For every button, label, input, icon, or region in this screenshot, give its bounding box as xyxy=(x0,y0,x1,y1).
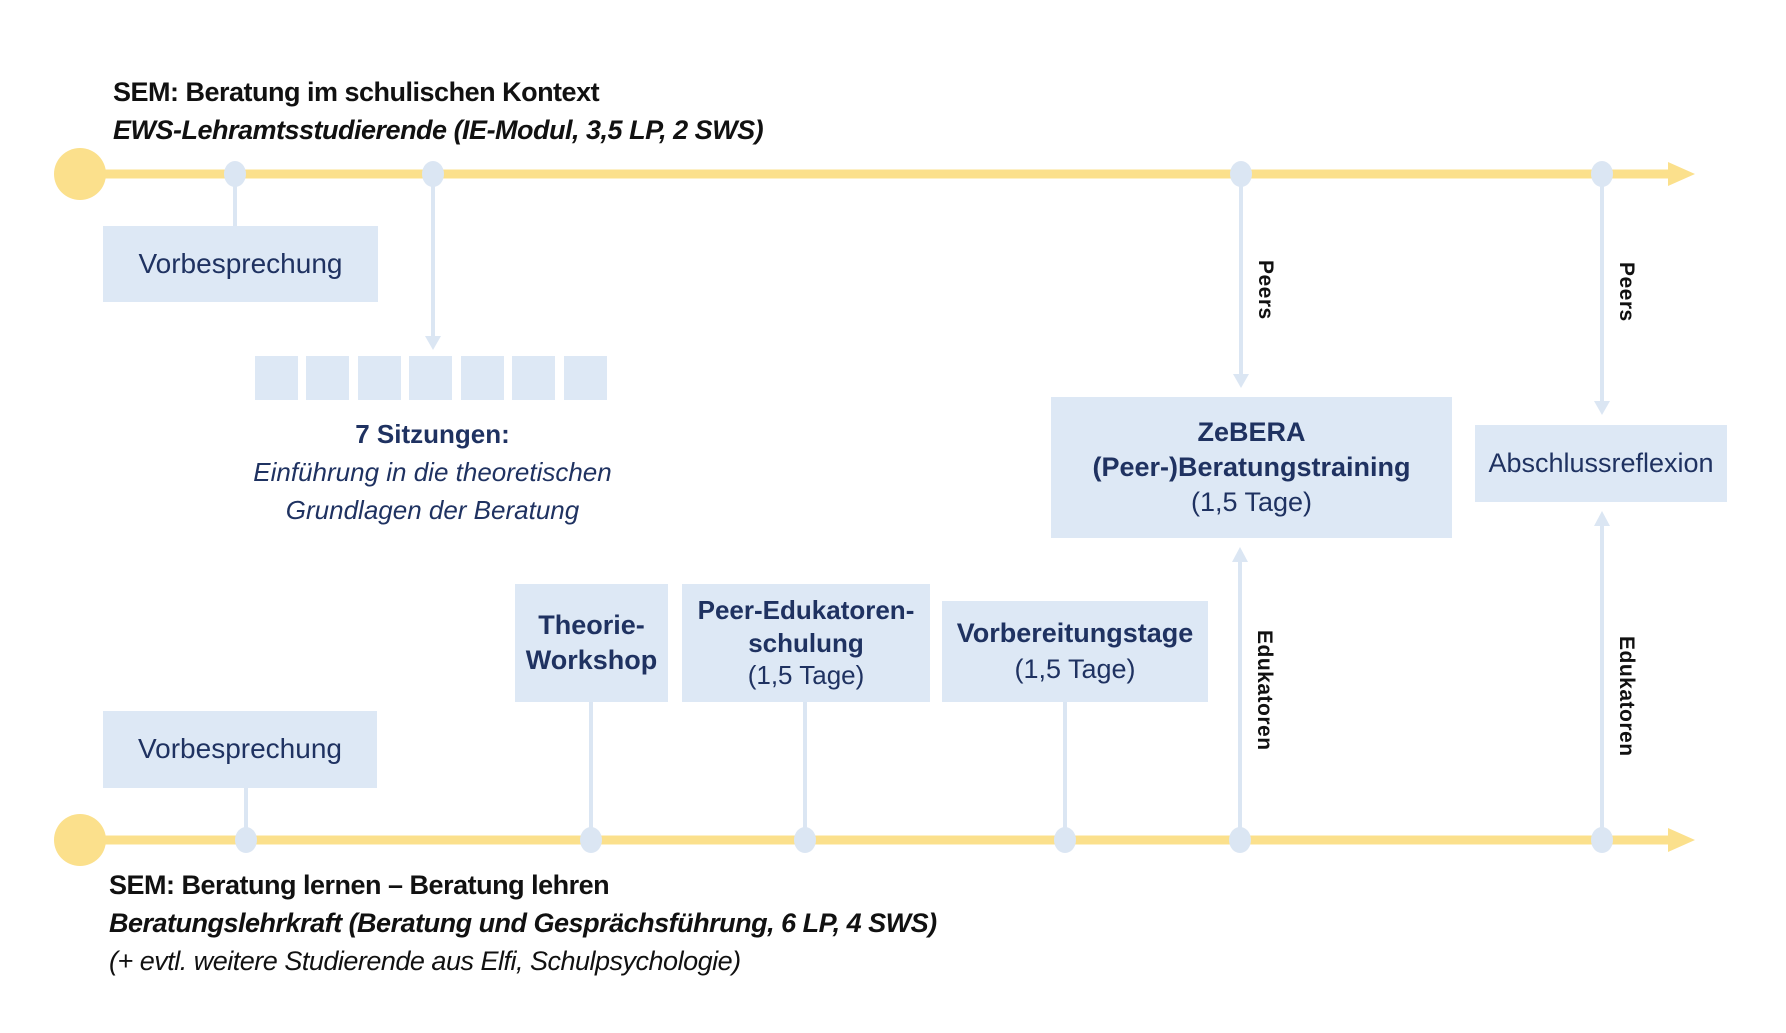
arrow-to-abschluss-peers xyxy=(1594,401,1610,415)
arrow-to-zebera-peers xyxy=(1233,374,1249,388)
bottom-track-header: SEM: Beratung lernen – Beratung lehren B… xyxy=(109,866,937,980)
peer-edukatoren-line-2: schulung xyxy=(748,627,864,658)
session-square xyxy=(564,356,607,400)
theorie-workshop-line-2: Workshop xyxy=(525,645,658,675)
top-track-title: SEM: Beratung im schulischen Kontext xyxy=(113,77,600,107)
top-track-subtitle: EWS-Lehramtsstudierende (IE-Modul, 3,5 L… xyxy=(113,115,764,145)
abschlussreflexion-box: Abschlussreflexion xyxy=(1475,425,1727,502)
bottom-timeline-arrowhead xyxy=(1668,828,1695,852)
sessions-description: 7 Sitzungen: Einführung in die theoretis… xyxy=(200,415,665,529)
vorbereitungstage-title: Vorbereitungstage xyxy=(956,618,1194,649)
session-square xyxy=(461,356,504,400)
zebera-box: ZeBERA (Peer-)Beratungstraining (1,5 Tag… xyxy=(1051,397,1452,538)
sessions-line-1: Einführung in die theoretischen xyxy=(253,457,612,487)
peer-edukatoren-box: Peer-Edukatoren- schulung (1,5 Tage) xyxy=(682,584,930,702)
sessions-title: 7 Sitzungen: xyxy=(355,419,510,449)
vorbereitungstage-box: Vorbereitungstage (1,5 Tage) xyxy=(942,601,1208,702)
peer-edukatoren-line-1: Peer-Edukatoren- xyxy=(697,595,915,626)
zebera-subtitle: (Peer-)Beratungstraining xyxy=(1092,451,1411,482)
theorie-workshop-box: Theorie- Workshop xyxy=(515,584,668,702)
top-vorbesprechung-box: Vorbesprechung xyxy=(103,226,378,302)
peers-label-2: Peers xyxy=(1615,262,1638,322)
zebera-title: ZeBERA xyxy=(1197,416,1306,447)
peer-edukatoren-duration: (1,5 Tage) xyxy=(747,660,865,691)
edukatoren-label-1: Edukatoren xyxy=(1253,630,1276,751)
arrow-to-zebera-edukatoren xyxy=(1232,547,1248,562)
peers-label-1: Peers xyxy=(1254,260,1277,320)
zebera-duration: (1,5 Tage) xyxy=(1190,487,1313,518)
theorie-workshop-line-1: Theorie- xyxy=(538,609,645,640)
top-track-header: SEM: Beratung im schulischen Kontext EWS… xyxy=(113,73,764,149)
top-vorbesprechung-label: Vorbesprechung xyxy=(138,247,343,279)
edukatoren-label-2: Edukatoren xyxy=(1615,636,1638,757)
vorbereitungstage-duration: (1,5 Tage) xyxy=(1014,653,1136,684)
bottom-timeline-start xyxy=(54,814,106,866)
bottom-vorbesprechung-label: Vorbesprechung xyxy=(138,733,342,765)
session-square xyxy=(358,356,401,400)
session-square xyxy=(409,356,452,400)
bottom-track-subtitle: Beratungslehrkraft (Beratung und Gespräc… xyxy=(109,908,937,938)
session-square xyxy=(512,356,555,400)
session-square xyxy=(306,356,349,400)
abschlussreflexion-label: Abschlussreflexion xyxy=(1488,447,1714,478)
top-timeline-start xyxy=(54,148,106,200)
bottom-track-title: SEM: Beratung lernen – Beratung lehren xyxy=(109,870,610,900)
sessions-line-2: Grundlagen der Beratung xyxy=(285,495,580,525)
arrow-to-abschluss-edukatoren xyxy=(1594,511,1610,526)
session-square xyxy=(255,356,298,400)
top-timeline-arrowhead xyxy=(1668,162,1695,186)
arrow-to-sessions xyxy=(425,336,441,350)
bottom-vorbesprechung-box: Vorbesprechung xyxy=(103,711,377,788)
bottom-track-note: (+ evtl. weitere Studierende aus Elfi, S… xyxy=(109,946,741,976)
